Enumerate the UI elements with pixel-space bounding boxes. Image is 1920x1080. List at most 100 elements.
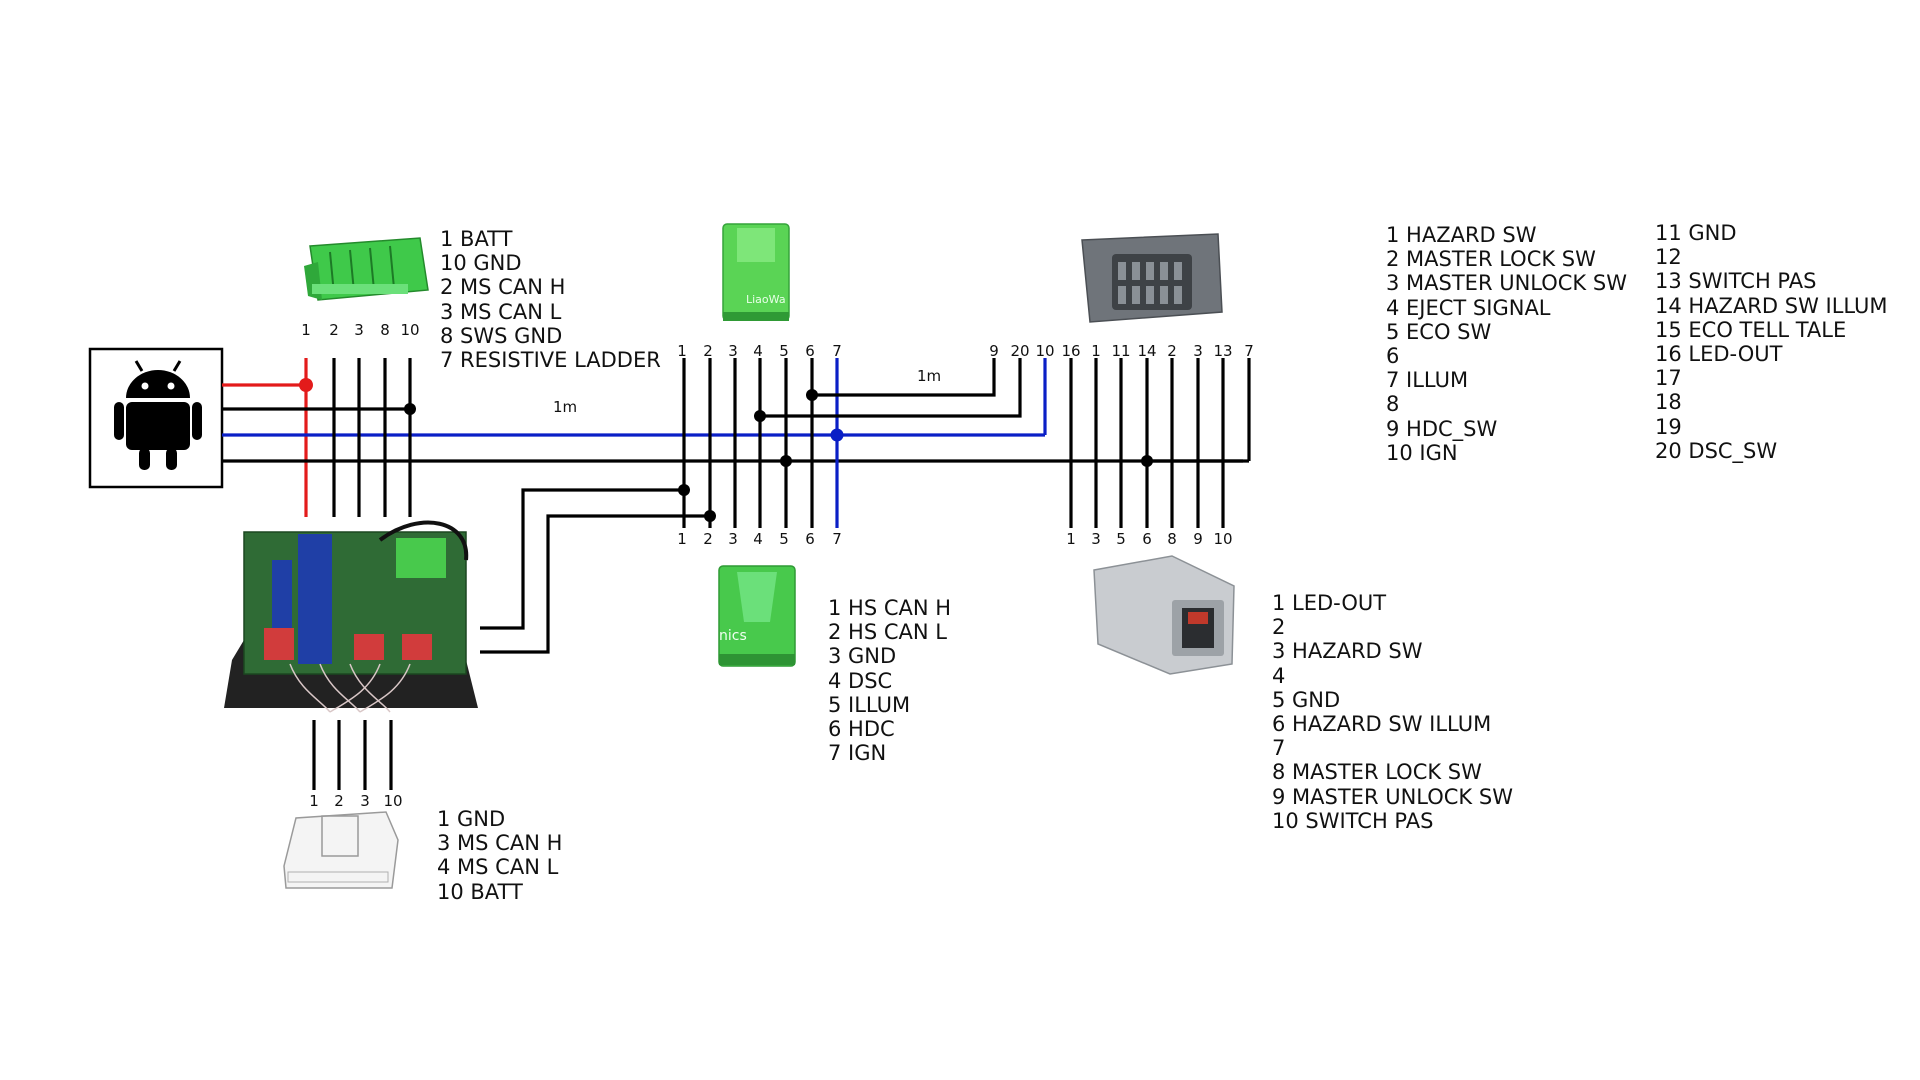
pinout-item: 2 <box>1272 615 1286 640</box>
pin-label: 20 <box>1010 342 1030 360</box>
pinout-item: 9 MASTER UNLOCK SW <box>1272 784 1513 809</box>
pinout-item: 5 GND <box>1272 687 1341 712</box>
pinout-item: 3 MS CAN L <box>440 299 562 324</box>
pinout-item: 2 MASTER LOCK SW <box>1386 247 1596 272</box>
pin-label: 2 <box>334 792 344 810</box>
pinout-item: 5 ILLUM <box>828 692 911 717</box>
pinout-item: 6 HAZARD SW ILLUM <box>1272 712 1492 737</box>
pinout-item: 8 <box>1386 392 1400 417</box>
pin-label: 10 <box>1213 530 1233 548</box>
connector-green-top-image[interactable]: LiaoWa <box>722 223 790 321</box>
pin-label: 2 <box>703 342 713 360</box>
pin-label: 5 <box>779 530 789 548</box>
connector-green-bottom-label: nics <box>719 628 747 644</box>
pin-label: 1 <box>1091 342 1101 360</box>
pinout-top-left: 1 BATT 10 GND 2 MS CAN H 3 MS CAN L 8 SW… <box>440 227 661 372</box>
pinout-item: 4 MS CAN L <box>437 855 559 880</box>
pinout-item: 7 RESISTIVE LADDER <box>440 348 661 373</box>
pinout-item: 6 HDC <box>828 717 895 742</box>
pinout-item: 3 MASTER UNLOCK SW <box>1386 271 1627 296</box>
pinout-green-center: 1 HS CAN H 2 HS CAN L 3 GND 4 DSC 5 ILLU… <box>828 596 951 765</box>
pinout-item: 1 GND <box>437 807 506 831</box>
connector-10pin-image[interactable] <box>1093 555 1235 675</box>
pinout-item: 2 MS CAN H <box>440 275 566 300</box>
connector-green-top-label: LiaoWa <box>746 293 786 306</box>
head-unit[interactable] <box>88 347 224 489</box>
pinout-20pin-col2: 11 GND 12 13 SWITCH PAS 14 HAZARD SW ILL… <box>1655 221 1888 463</box>
pinout-item: 19 <box>1655 414 1682 439</box>
pinout-item: 10 GND <box>440 251 522 276</box>
pins-bottom-left: 1 2 3 10 <box>0 792 1920 812</box>
pin-label: 16 <box>1061 342 1081 360</box>
pinout-item: 12 <box>1655 245 1682 270</box>
pin-label: 5 <box>1116 530 1126 548</box>
pin-label: 8 <box>1167 530 1177 548</box>
wire-length-left: 1m <box>553 398 578 416</box>
pin-label: 11 <box>1111 342 1131 360</box>
pin-label: 3 <box>1193 342 1203 360</box>
pinout-item: 14 HAZARD SW ILLUM <box>1655 293 1888 318</box>
pin-label: 6 <box>805 342 815 360</box>
pinout-item: 20 DSC_SW <box>1655 438 1778 463</box>
pin-label: 1 <box>677 530 687 548</box>
pinout-item: 3 HAZARD SW <box>1272 639 1423 664</box>
pin-label: 9 <box>1193 530 1203 548</box>
pin-label: 3 <box>354 321 364 339</box>
harness-wires <box>222 358 1251 790</box>
pinout-item: 1 LED-OUT <box>1272 591 1387 615</box>
pinout-10pin: 1 LED-OUT 2 3 HAZARD SW 4 5 GND 6 HAZARD… <box>1272 591 1513 833</box>
pin-label: 8 <box>380 321 390 339</box>
pinout-item: 10 IGN <box>1386 440 1458 465</box>
pin-label: 7 <box>1244 342 1254 360</box>
pinout-item: 11 GND <box>1655 221 1737 245</box>
pin-label: 3 <box>1091 530 1101 548</box>
controller-board-image[interactable] <box>224 520 478 713</box>
pinout-item: 3 MS CAN H <box>437 831 563 856</box>
pinout-item: 7 IGN <box>828 741 887 766</box>
pin-label: 3 <box>360 792 370 810</box>
pin-label: 10 <box>1035 342 1055 360</box>
pin-label: 2 <box>703 530 713 548</box>
pins-green-top: 1 2 3 4 5 6 7 <box>0 342 1920 362</box>
connector-bottom-left-image[interactable] <box>283 811 399 889</box>
pinout-item: 10 BATT <box>437 879 523 904</box>
pin-label: 10 <box>400 321 420 339</box>
pinout-item: 1 BATT <box>440 227 513 251</box>
pin-label: 7 <box>832 530 842 548</box>
wire-length-right: 1m <box>917 367 942 385</box>
pin-label: 4 <box>753 342 763 360</box>
pins-10pin: 1 3 5 6 8 9 10 <box>0 530 1920 550</box>
pinout-item: 13 SWITCH PAS <box>1655 269 1817 294</box>
pinout-item: 9 HDC_SW <box>1386 416 1498 441</box>
pin-label: 1 <box>309 792 319 810</box>
pins-green-bottom: 1 2 3 4 5 6 7 <box>0 530 1920 550</box>
pinout-item: 4 DSC <box>828 668 893 693</box>
pin-label: 1 <box>301 321 311 339</box>
pin-label: 4 <box>753 530 763 548</box>
pinout-20pin-col1: 1 HAZARD SW 2 MASTER LOCK SW 3 MASTER UN… <box>1386 223 1627 465</box>
pin-label: 6 <box>805 530 815 548</box>
connector-top-left-image[interactable] <box>304 237 429 301</box>
pin-label: 9 <box>989 342 999 360</box>
pin-label: 1 <box>677 342 687 360</box>
connector-20pin-image[interactable] <box>1081 233 1223 323</box>
pinout-item: 5 ECO SW <box>1386 319 1492 344</box>
pinout-item: 3 GND <box>828 644 897 669</box>
pin-label: 7 <box>832 342 842 360</box>
pinout-bottom-left: 1 GND 3 MS CAN H 4 MS CAN L 10 BATT <box>437 807 562 904</box>
pinout-item: 1 HAZARD SW <box>1386 223 1537 247</box>
pin-label: 10 <box>383 792 403 810</box>
pinout-item: 17 <box>1655 366 1682 391</box>
pin-label: 2 <box>329 321 339 339</box>
android-icon <box>114 360 202 470</box>
pinout-item: 7 <box>1272 736 1286 761</box>
pin-label: 3 <box>728 342 738 360</box>
pin-label: 14 <box>1137 342 1157 360</box>
pinout-item: 4 <box>1272 663 1286 688</box>
pinout-item: 4 EJECT SIGNAL <box>1386 295 1551 320</box>
connector-green-bottom-image[interactable]: nics <box>718 565 796 667</box>
pin-label: 5 <box>779 342 789 360</box>
junction-dots <box>299 378 1153 522</box>
pins-20pin: 9 20 10 16 1 11 14 2 3 1 3 7 <box>0 342 1920 362</box>
